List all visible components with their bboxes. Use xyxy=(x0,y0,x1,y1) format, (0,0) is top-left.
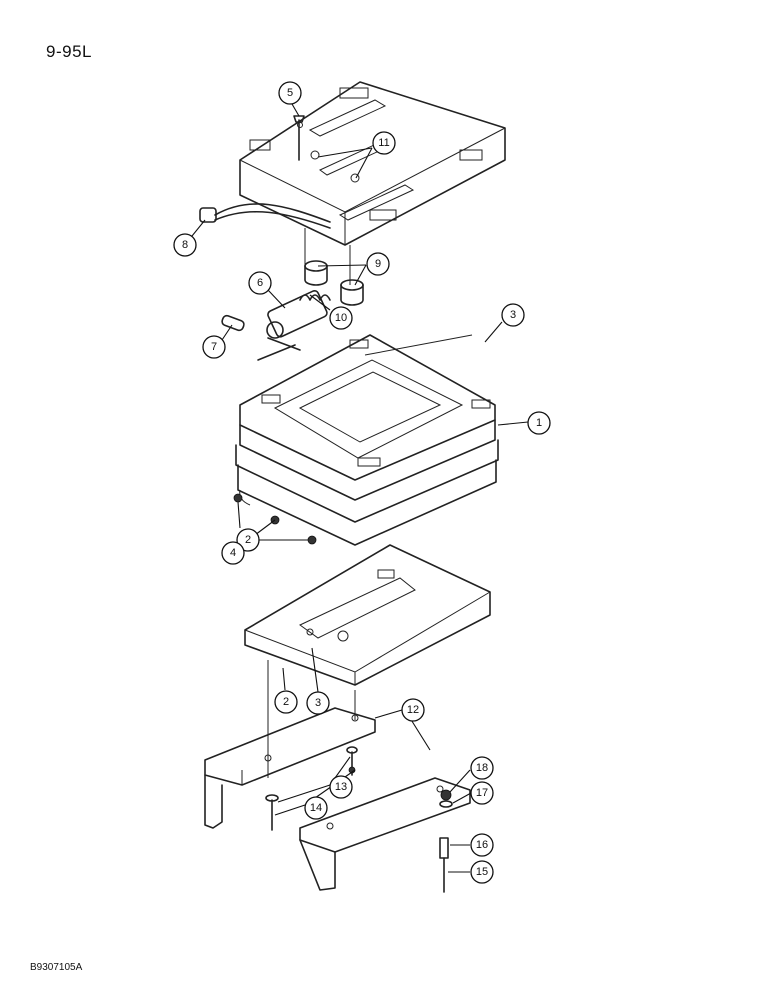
leader-lines xyxy=(191,103,529,873)
svg-text:2: 2 xyxy=(283,696,289,708)
callout-18: 18 xyxy=(470,756,494,780)
svg-text:5: 5 xyxy=(287,87,293,99)
svg-text:14: 14 xyxy=(310,802,322,814)
svg-text:4: 4 xyxy=(230,547,236,559)
fore-aft-latch xyxy=(257,289,331,361)
svg-text:2: 2 xyxy=(245,534,251,546)
seat-rail-left xyxy=(204,707,376,829)
callout-4: 4 xyxy=(221,541,245,565)
callout-16: 16 xyxy=(470,833,494,857)
callout-17: 17 xyxy=(470,781,494,805)
seat-rail-right xyxy=(299,777,471,891)
svg-text:6: 6 xyxy=(257,277,263,289)
svg-text:9: 9 xyxy=(375,258,381,270)
top-seat-plate xyxy=(239,81,506,246)
svg-text:12: 12 xyxy=(407,704,419,716)
figure-code: B9307105A xyxy=(30,962,83,973)
callout-8: 8 xyxy=(173,233,197,257)
svg-text:3: 3 xyxy=(510,309,516,321)
svg-text:16: 16 xyxy=(476,839,488,851)
callout-3-bottom: 3 xyxy=(306,691,330,715)
adjust-cable xyxy=(214,203,331,223)
callout-2-top: 2 xyxy=(236,528,260,552)
callout-9: 9 xyxy=(366,252,390,276)
callout-6: 6 xyxy=(248,271,272,295)
svg-text:3: 3 xyxy=(315,697,321,709)
svg-text:7: 7 xyxy=(211,341,217,353)
callout-7: 7 xyxy=(202,335,226,359)
callout-2-bottom: 2 xyxy=(274,690,298,714)
callout-12: 12 xyxy=(401,698,425,722)
callout-13: 13 xyxy=(329,775,353,799)
svg-text:11: 11 xyxy=(378,137,389,149)
callout-10: 10 xyxy=(329,306,353,330)
svg-text:10: 10 xyxy=(335,312,347,324)
lower-seat-plate xyxy=(244,544,491,686)
callout-5: 5 xyxy=(278,81,302,105)
callout-15: 15 xyxy=(470,860,494,884)
svg-text:17: 17 xyxy=(476,787,488,799)
callout-1: 1 xyxy=(527,411,551,435)
callout-3-top: 3 xyxy=(501,303,525,327)
svg-text:8: 8 xyxy=(182,239,188,251)
svg-text:13: 13 xyxy=(335,781,347,793)
callout-11: 11 xyxy=(372,131,396,155)
latch-pin xyxy=(221,314,245,332)
page-label: 9-95L xyxy=(46,42,92,61)
svg-text:18: 18 xyxy=(476,762,488,774)
seat-bellows xyxy=(235,334,499,546)
svg-text:1: 1 xyxy=(536,417,542,429)
svg-text:15: 15 xyxy=(476,866,488,878)
callout-14: 14 xyxy=(304,796,328,820)
